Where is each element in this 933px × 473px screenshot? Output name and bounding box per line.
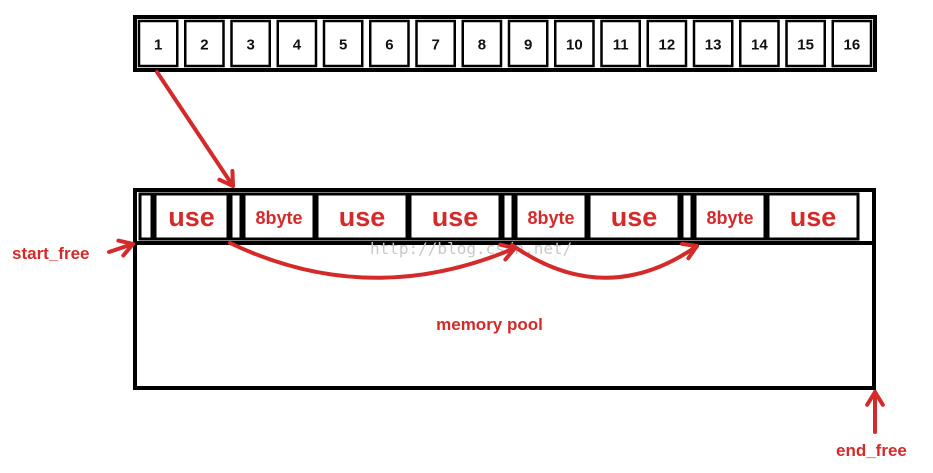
free-list-slot xyxy=(230,19,271,68)
pool-block xyxy=(501,192,515,241)
pool-block xyxy=(315,192,409,241)
pool-block-label: use xyxy=(168,202,215,232)
free-list-slot-label: 7 xyxy=(431,37,439,54)
pool-block-label: use xyxy=(432,202,479,232)
pointer-arrows xyxy=(107,70,885,434)
free-list-slot-label: 14 xyxy=(751,37,768,54)
free-list-slot xyxy=(554,19,595,68)
free-list-slot-label: 9 xyxy=(524,37,532,54)
pool-block-label: use xyxy=(790,202,837,232)
free-list-slot xyxy=(646,19,688,68)
free-link-two-line xyxy=(510,243,699,280)
pool-block xyxy=(138,192,154,241)
free-list-slot xyxy=(831,19,873,68)
pool-block xyxy=(587,192,681,241)
free-list-slot xyxy=(600,19,641,68)
pool-block xyxy=(680,192,694,241)
slot-one-pointer-line xyxy=(155,70,235,188)
free-list-slot-label: 11 xyxy=(613,37,629,54)
pool-block-label: use xyxy=(339,202,386,232)
start-free-pointer-arrowhead xyxy=(116,238,135,258)
free-list-slot-label: 6 xyxy=(385,37,393,54)
free-list-slot xyxy=(415,19,456,68)
free-list-slot xyxy=(461,19,503,68)
free-list-slot xyxy=(785,19,826,68)
free-link-two-arrowhead xyxy=(680,241,699,261)
free-list-slot-label: 2 xyxy=(200,37,208,54)
free-list-slot-label: 12 xyxy=(659,37,676,54)
free-list-slot xyxy=(692,19,734,68)
start-free-pointer-line xyxy=(107,242,135,254)
free-list-slot-label: 10 xyxy=(566,37,583,54)
pool-block xyxy=(693,192,767,241)
free-list-slot xyxy=(369,19,410,68)
end-free-label: end_free xyxy=(836,441,907,460)
pool-block xyxy=(766,192,860,241)
slot-one-pointer-arrowhead xyxy=(217,169,235,188)
free-list-slot xyxy=(507,19,549,68)
pool-block-label: 8byte xyxy=(706,208,753,228)
free-list-slot-label: 4 xyxy=(293,37,302,54)
pool-block xyxy=(229,192,243,241)
free-link-one-line xyxy=(228,241,517,280)
start-free-label: start_free xyxy=(12,244,90,263)
free-list-slot-label: 15 xyxy=(797,37,814,54)
pool-block xyxy=(408,192,502,241)
pool-block-label: use xyxy=(611,202,658,232)
free-list-slot xyxy=(276,19,318,68)
free-list-slot-label: 8 xyxy=(478,37,486,54)
end-free-pointer-arrowhead xyxy=(865,390,885,407)
pool-block xyxy=(153,192,230,241)
watermark: http://blog.csdn.net/ xyxy=(370,239,572,258)
free-list-slot-label: 16 xyxy=(844,37,861,54)
free-list-slot xyxy=(184,19,225,68)
pool-block xyxy=(514,192,588,241)
free-list-slot-label: 13 xyxy=(705,37,722,54)
pool-block-label: 8byte xyxy=(527,208,574,228)
free-list-slot xyxy=(137,19,179,68)
memory-pool: use 8byte use use 8byte use 8byte use memory poo… xyxy=(133,188,876,390)
free-list-slot-label: 1 xyxy=(154,37,162,54)
pool-block-label: 8byte xyxy=(255,208,302,228)
memory-pool-label: memory pool xyxy=(436,315,543,334)
pool-block xyxy=(242,192,316,241)
free-list-slot-label: 3 xyxy=(246,37,254,54)
free-list-slot-label: 5 xyxy=(339,37,347,54)
free-list-slot xyxy=(739,19,780,68)
free-list-slot xyxy=(322,19,364,68)
